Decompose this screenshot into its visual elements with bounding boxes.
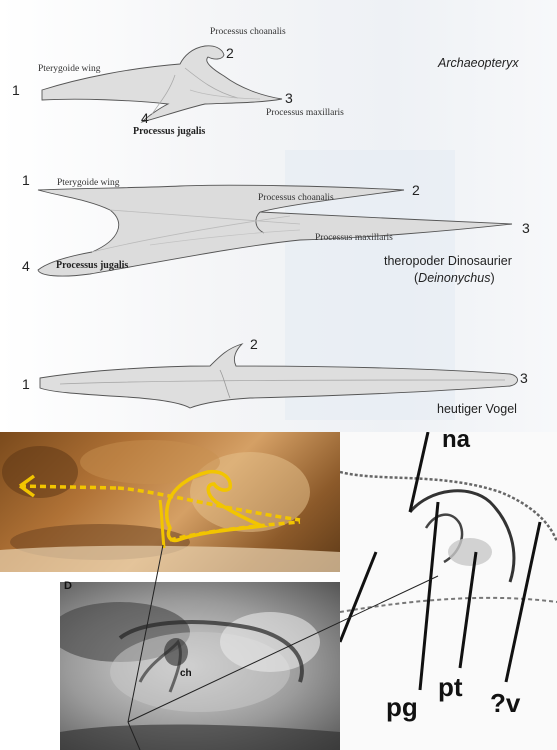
d2-number-3: 3 <box>522 220 530 236</box>
d2-pterygoide-wing-label: Pterygoide wing <box>57 178 120 188</box>
d1-number-3: 3 <box>285 90 293 106</box>
deinonychus-palatine-shape <box>37 184 513 277</box>
panel-label-d: D <box>64 580 72 592</box>
d2-number-4: 4 <box>22 258 30 274</box>
sketch-label-v: ?v <box>490 688 521 718</box>
modern-bird-title: heutiger Vogel <box>437 402 517 416</box>
d1-number-4: 4 <box>141 110 149 126</box>
d2-processus-choanalis-label: Processus choanalis <box>258 193 334 203</box>
sketch-drawing <box>340 432 557 691</box>
deinonychus-open-paren: ( <box>414 271 419 285</box>
schematic-drawings <box>37 45 518 409</box>
d3-number-3: 3 <box>520 370 528 386</box>
archaeopteryx-palatine-shape <box>41 45 283 123</box>
d1-processus-choanalis-label: Processus choanalis <box>210 27 286 37</box>
fossil-color-overlay <box>0 440 340 572</box>
d2-processus-jugalis-label: Processus jugalis <box>56 260 129 271</box>
deinonychus-genus: Deinonychus <box>418 271 491 285</box>
deinonychus-close-paren: ) <box>490 271 495 285</box>
d2-number-1: 1 <box>22 172 30 188</box>
archaeopteryx-title: Archaeopteryx <box>438 56 519 70</box>
photo-left-margin <box>0 582 60 750</box>
d1-number-2: 2 <box>226 45 234 61</box>
d1-processus-jugalis-label: Processus jugalis <box>133 126 206 137</box>
d1-number-1: 1 <box>12 82 20 98</box>
fossil-grayscale-photo <box>60 582 340 750</box>
fossil-grayscale-overlay <box>60 602 340 750</box>
sketch-label-pt: pt <box>438 672 463 702</box>
modern-bird-palatine-shape <box>39 343 518 409</box>
d3-number-2: 2 <box>250 336 258 352</box>
deinonychus-title-line1: theropoder Dinosaurier <box>384 254 512 268</box>
d1-pterygoide-wing-label: Pterygoide wing <box>38 64 101 74</box>
deinonychus-title-line2: (Deinonychus) <box>414 271 495 285</box>
interpretive-sketch: na pg pt ?v <box>340 432 557 750</box>
choana-label: ch <box>180 668 192 679</box>
sketch-label-pg: pg <box>386 692 418 722</box>
d3-number-1: 1 <box>22 376 30 392</box>
d2-number-2: 2 <box>412 182 420 198</box>
photo-gap <box>0 572 340 582</box>
d2-processus-maxillaris-label: Processus maxillaris <box>315 233 393 243</box>
d1-processus-maxillaris-label: Processus maxillaris <box>266 108 344 118</box>
sketch-label-na: na <box>442 432 471 453</box>
fossil-color-photo <box>0 432 340 572</box>
